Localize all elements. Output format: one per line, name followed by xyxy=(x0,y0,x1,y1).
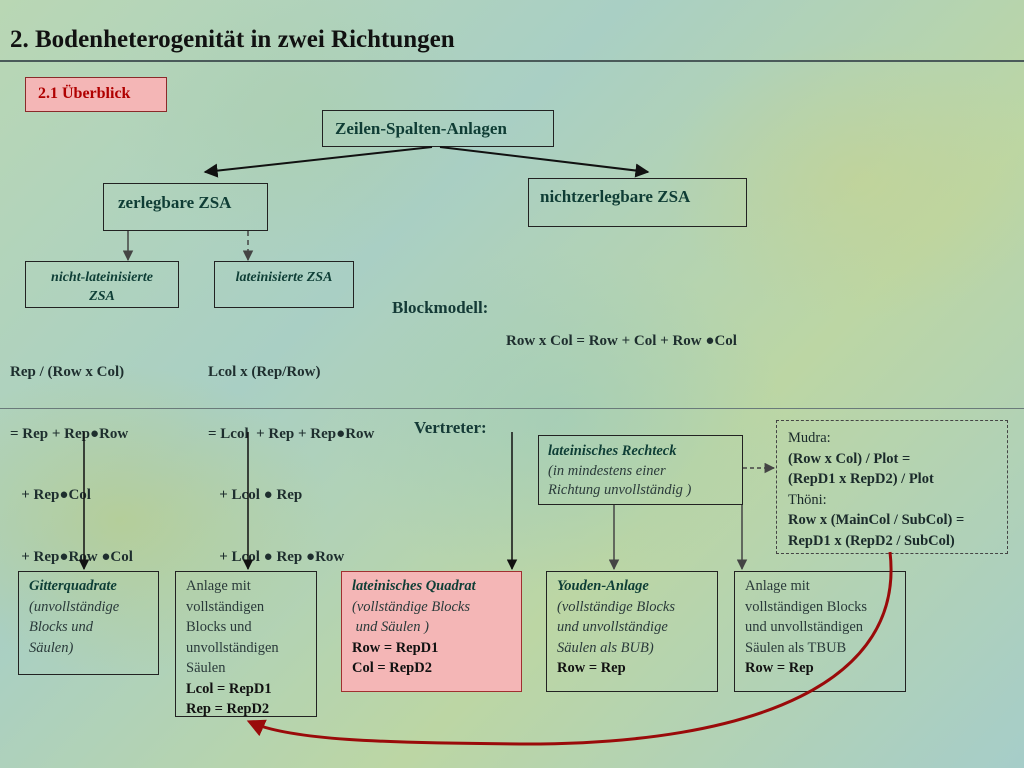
card-anlage-tbub: Anlage mit vollständigen Blocks und unvo… xyxy=(734,571,906,692)
card-line: vollständigen Blocks xyxy=(745,598,868,615)
card-line: (unvollständige xyxy=(29,598,120,615)
node-nicht-lateinisiert: nicht-lateinisierte ZSA xyxy=(25,261,179,308)
card-line: Row = Rep xyxy=(745,660,814,676)
card-line: (vollständige Blocks xyxy=(352,598,470,615)
card-youden: Youden-Anlage (vollständige Blocks und u… xyxy=(546,571,718,692)
card-line: Blocks und xyxy=(186,619,252,635)
card-line: Blocks und xyxy=(29,619,94,635)
card-line: und Säulen ) xyxy=(352,619,429,635)
section-divider xyxy=(0,408,1024,409)
mudra-line: Mudra: xyxy=(788,430,831,446)
lateinisches-rechteck-line: (in mindestens einer xyxy=(548,462,666,479)
arrow-root-right xyxy=(439,146,650,178)
section-label: 2.1 Überblick xyxy=(25,77,167,112)
node-nicht-lateinisiert-line2: ZSA xyxy=(89,289,115,304)
lateinisches-rechteck-title: lateinisches Rechteck xyxy=(548,443,677,459)
card-line: Col = RepD2 xyxy=(352,660,432,676)
mudra-box: Mudra: (Row x Col) / Plot = (RepD1 x Rep… xyxy=(776,420,1008,554)
card-line: Säulen) xyxy=(29,639,74,656)
formula-left: Rep / (Row x Col) = Rep + Rep●Row + Rep●… xyxy=(10,321,133,588)
blockmodell-label: Blockmodell: xyxy=(392,298,489,317)
card-line: Anlage mit xyxy=(186,578,251,594)
root-node: Zeilen-Spalten-Anlagen xyxy=(322,110,554,147)
formula-mid-line: = Lcol + Rep + Rep●Row xyxy=(208,425,375,442)
card-title: Gitterquadrate xyxy=(29,578,117,594)
card-line: Säulen als TBUB xyxy=(745,639,847,656)
card-anlage-saeulen: Anlage mit vollständigen Blocks und unvo… xyxy=(175,571,317,717)
node-nicht-lateinisiert-line1: nicht-lateinisierte xyxy=(51,270,153,285)
card-line: Säulen xyxy=(186,660,226,676)
mudra-line: RepD1 x (RepD2 / SubCol) xyxy=(788,532,955,549)
formula-left-line: = Rep + Rep●Row xyxy=(10,425,129,442)
card-line: (vollständige Blocks xyxy=(557,598,675,615)
node-nichtzerlegbare: nichtzerlegbare ZSA xyxy=(528,178,747,227)
card-gitterquadrate: Gitterquadrate (unvollständige Blocks un… xyxy=(18,571,159,675)
node-lateinisiert: lateinisierte ZSA xyxy=(214,261,354,308)
card-title: lateinisches Quadrat xyxy=(352,578,476,594)
formula-left-line: Rep / (Row x Col) xyxy=(10,364,125,380)
lateinisches-rechteck-line: Richtung unvollständig ) xyxy=(548,482,692,498)
card-line: Rep = RepD2 xyxy=(186,701,270,717)
formula-left-line: + Rep●Row ●Col xyxy=(10,548,133,565)
formula-mid-line: Lcol x (Rep/Row) xyxy=(208,364,321,380)
title-underline xyxy=(0,60,1024,62)
mudra-line: (RepD1 x RepD2) / Plot xyxy=(788,471,934,487)
formula-mid-line: + Lcol ● Rep xyxy=(208,487,303,503)
card-line: Row = RepD1 xyxy=(352,639,439,656)
page-title: 2. Bodenheterogenität in zwei Richtungen xyxy=(10,26,455,53)
formula-left-line: + Rep●Col xyxy=(10,487,91,503)
card-line: und unvollständigen xyxy=(745,619,864,635)
card-line: und unvollständige xyxy=(557,619,668,635)
card-title: Youden-Anlage xyxy=(557,578,649,594)
mudra-line: Thöni: xyxy=(788,491,827,508)
card-line: Lcol = RepD1 xyxy=(186,680,272,697)
lateinisches-rechteck-box: lateinisches Rechteck (in mindestens ein… xyxy=(538,435,743,505)
card-line: vollständigen xyxy=(186,598,265,615)
card-line: Anlage mit xyxy=(745,578,810,594)
arrow-root-left xyxy=(203,146,433,178)
node-zerlegbare: zerlegbare ZSA xyxy=(103,183,268,231)
vertreter-label: Vertreter: xyxy=(414,418,487,437)
card-lateinisches-quadrat: lateinisches Quadrat (vollständige Block… xyxy=(341,571,522,692)
card-line: unvollständigen xyxy=(186,639,279,656)
formula-right: Row x Col = Row + Col + Row ●Col xyxy=(506,333,737,349)
card-line: Row = Rep xyxy=(557,660,626,676)
formula-mid-line: + Lcol ● Rep ●Row xyxy=(208,548,345,565)
formula-mid: Lcol x (Rep/Row) = Lcol + Rep + Rep●Row … xyxy=(208,321,374,588)
mudra-line: (Row x Col) / Plot = xyxy=(788,450,911,467)
mudra-line: Row x (MainCol / SubCol) = xyxy=(788,512,965,528)
card-line: Säulen als BUB) xyxy=(557,639,654,656)
